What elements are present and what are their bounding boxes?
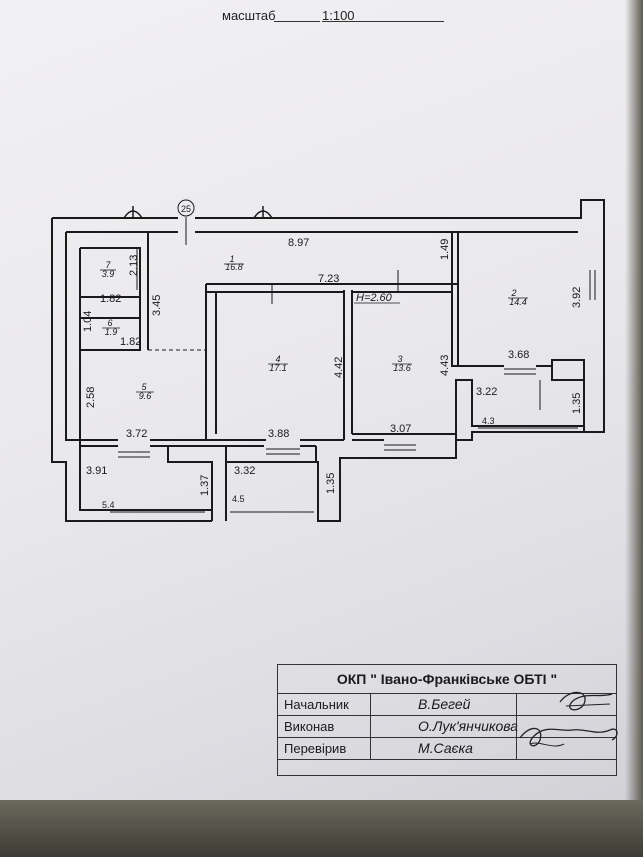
room-number: 4 [275,354,280,364]
room-area: 3.9 [102,269,115,279]
role-label: Начальник [284,697,349,712]
room-number: 7 [105,260,111,270]
vent-symbols [123,206,273,219]
scale-underline [274,21,320,22]
dimension-label: 3.07 [390,423,411,435]
room-labels: 1 16.8 2 14.4 3 13.6 4 17.1 5 9.6 6 1.9 … [100,254,528,401]
dimension-label: 2.58 [85,387,97,408]
dimension-label: 1.37 [199,475,211,496]
column-divider [516,716,518,737]
dimension-labels: 8.97 7.23 1.49 2.13 1.82 3.45 1.04 1.82 … [82,237,583,510]
room-number: 1 [229,254,234,264]
dimension-label: 1.49 [439,239,451,260]
walls [51,199,605,522]
room-area: 9.6 [139,391,152,401]
dimension-label: 3.32 [234,465,255,477]
room-number: 5 [141,382,147,392]
scale-label: масштаб [222,8,276,23]
scale-underline [322,21,444,22]
room-area: 16.8 [225,262,243,272]
dimension-label: 3.22 [476,386,497,398]
room-area: 13.6 [393,363,411,373]
person-name: О.Лук'янчикова [418,718,519,734]
dimension-label: 3.91 [86,465,107,477]
dimension-label: 4.5 [232,494,245,504]
organization-name: ОКП " Івано-Франківське ОБТІ " [278,665,616,694]
dimension-label: 4.43 [439,355,451,376]
dimension-label: 1.82 [120,336,141,348]
table-edge-shadow [625,0,643,800]
dimension-ticks [136,248,541,410]
title-block-row: Виконав О.Лук'янчикова [278,716,616,738]
person-name: В.Бегей [418,696,471,712]
dimension-label: 7.23 [318,273,339,285]
column-divider [370,738,372,759]
handwritten-signatures [519,691,618,747]
room-area: 17.1 [269,363,287,373]
dimension-label: 3.72 [126,428,147,440]
room-area: 1.9 [105,327,118,337]
dimension-label: 3.68 [508,349,529,361]
dimension-label: 3.92 [571,287,583,308]
dimension-label: 1.35 [571,393,583,414]
column-divider [516,694,518,715]
axis-marker: 25 [177,199,195,245]
room-area: 14.4 [509,297,527,307]
dimension-label: 1.82 [100,293,121,305]
column-divider [370,716,372,737]
dimension-label: 5.4 [102,500,115,510]
title-block: ОКП " Івано-Франківське ОБТІ " Начальник… [277,664,617,776]
room-number: 2 [510,288,516,298]
title-block-row: Начальник В.Бегей [278,694,616,716]
dimension-label: 2.13 [128,255,140,276]
axis-mark-label: 25 [181,204,191,214]
column-divider [516,738,518,759]
title-block-row: Перевірив М.Саєка [278,738,616,760]
windows [110,270,596,513]
dimension-label: 4.3 [482,416,495,426]
dimension-label: 1.35 [325,473,337,494]
dimension-label: 4.42 [333,357,345,378]
dimension-label: 8.97 [288,237,309,249]
dimension-label: 3.45 [151,295,163,316]
dimension-label: 3.88 [268,428,289,440]
room-number: 3 [397,354,402,364]
column-divider [370,694,372,715]
dimension-label: 1.04 [82,311,94,332]
room-number: 6 [107,318,112,328]
person-name: М.Саєка [418,740,473,756]
role-label: Перевірив [284,741,347,756]
height-mark: H=2.60 [356,292,393,304]
role-label: Виконав [284,719,335,734]
table-surface [0,800,643,857]
scale-value: 1:100 [322,8,355,23]
